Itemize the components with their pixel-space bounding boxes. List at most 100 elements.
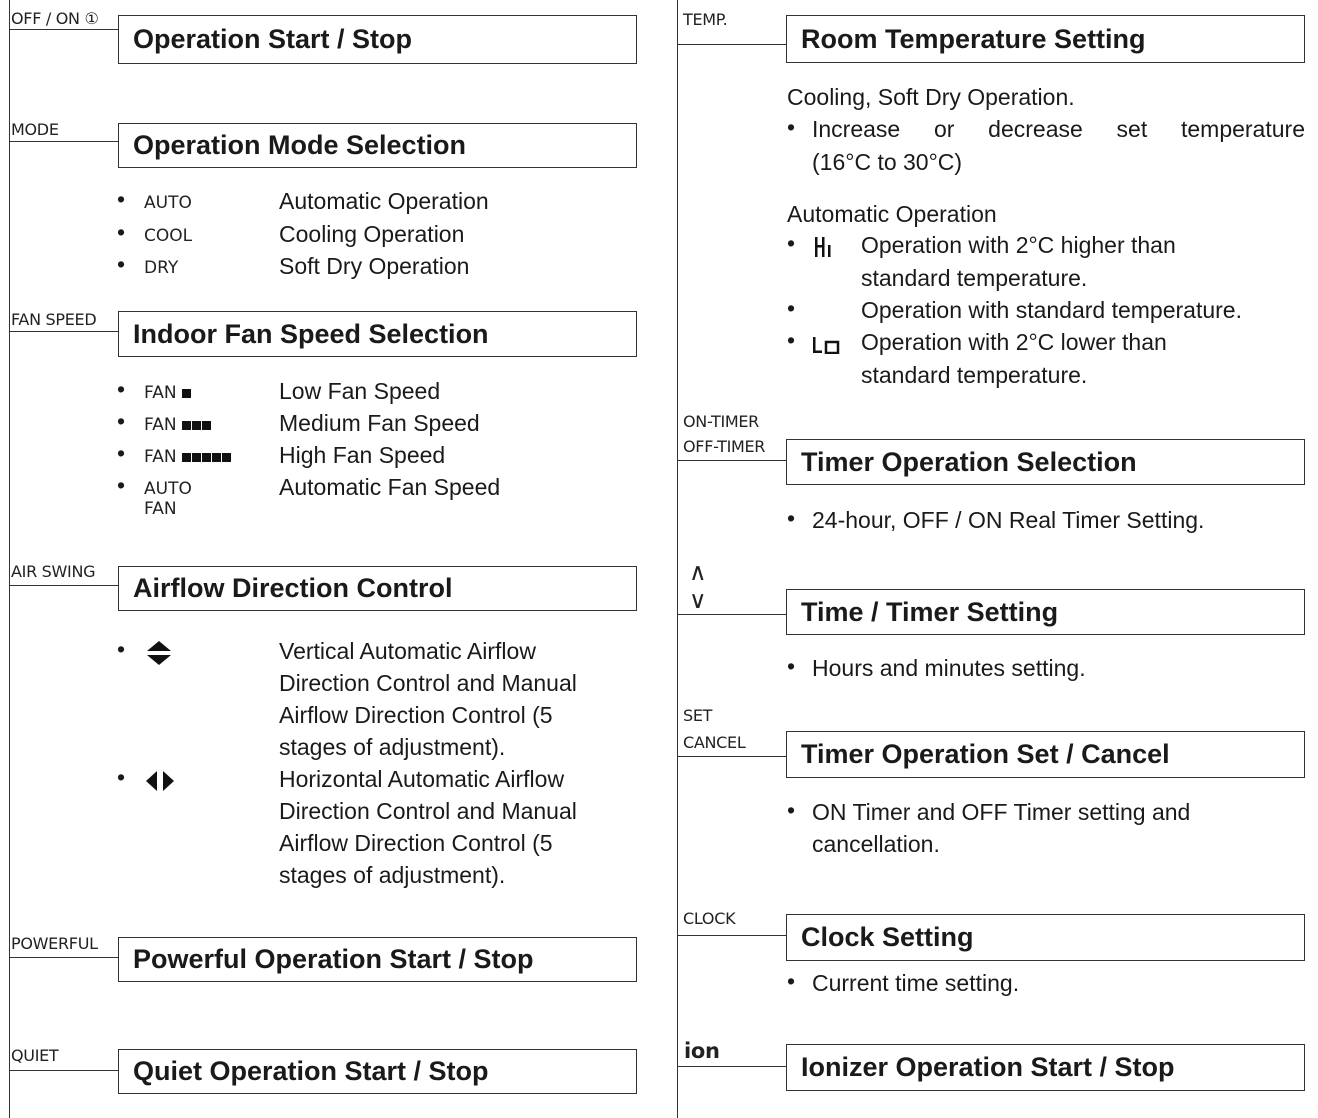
temp-std-line: Operation with standard temperature. (861, 297, 1242, 323)
left-guide-line (9, 0, 10, 1118)
set-desc-line-2: cancellation. (812, 831, 940, 857)
mode-desc-dry: Soft Dry Operation (279, 253, 470, 279)
section-title-timer-set-cancel: Timer Operation Set / Cancel (786, 731, 1305, 778)
mode-code-cool: COOL (144, 226, 193, 246)
bullet: • (787, 230, 796, 256)
temp-hi-line-2: standard temperature. (861, 265, 1088, 291)
button-label-cancel: CANCEL (683, 733, 746, 752)
fan-desc-auto: Automatic Fan Speed (279, 474, 501, 500)
temp-cooling-heading: Cooling, Soft Dry Operation. (787, 84, 1075, 110)
fan-desc-medium: Medium Fan Speed (279, 410, 480, 436)
set-desc-line-1: ON Timer and OFF Timer setting and (812, 799, 1191, 825)
up-arrow-icon: ∧ (689, 558, 707, 586)
fan-level-1-icon (181, 383, 192, 403)
section-title-mode-selection: Operation Mode Selection (118, 123, 637, 168)
connector-line (9, 141, 119, 142)
time-desc: Hours and minutes setting. (812, 655, 1086, 681)
connector-line (9, 585, 119, 586)
mode-code-dry: DRY (144, 258, 179, 278)
bullet: • (787, 295, 796, 321)
button-label-fan-speed: FAN SPEED (11, 310, 97, 329)
horizontal-swing-line-3: Airflow Direction Control (5 (279, 830, 553, 856)
fan-level-5-icon (181, 447, 232, 467)
button-label-temp: TEMP. (683, 10, 728, 29)
section-title-ionizer: Ionizer Operation Start / Stop (786, 1044, 1305, 1091)
mode-desc-auto: Automatic Operation (279, 188, 489, 214)
vertical-swing-line-4: stages of adjustment). (279, 734, 506, 760)
section-title-fan-speed: Indoor Fan Speed Selection (118, 311, 637, 357)
vertical-swing-line-3: Airflow Direction Control (5 (279, 702, 553, 728)
down-arrow-icon: ∨ (689, 586, 707, 614)
bullet: • (117, 764, 126, 790)
section-title-clock-setting: Clock Setting (786, 914, 1305, 961)
button-label-clock: CLOCK (683, 909, 736, 928)
fan-desc-high: High Fan Speed (279, 442, 446, 468)
button-label-mode: MODE (11, 120, 59, 139)
button-label-air-swing: AIR SWING (11, 562, 96, 581)
button-label-on-timer: ON-TIMER (683, 412, 759, 431)
temp-lo-line-1: Operation with 2°C lower than (861, 329, 1167, 355)
vertical-swing-icon (147, 641, 171, 665)
connector-line (9, 331, 119, 332)
mode-code-auto: AUTO (144, 193, 192, 213)
fan-code-low: FAN (144, 383, 192, 403)
section-title-operation-start-stop: Operation Start / Stop (118, 15, 637, 64)
button-label-off-timer: OFF-TIMER (683, 437, 766, 456)
button-label-offon: OFF / ON ① (11, 9, 99, 28)
connector-line (677, 614, 787, 615)
fan-code-high: FAN (144, 447, 232, 467)
timer-desc: 24-hour, OFF / ON Real Timer Setting. (812, 507, 1205, 533)
fan-level-3-icon (181, 415, 212, 435)
connector-line (677, 935, 787, 936)
connector-line (9, 957, 119, 958)
hi-segment-icon (815, 237, 831, 257)
temp-hi-line-1: Operation with 2°C higher than (861, 232, 1176, 258)
ion-icon: ion (684, 1039, 720, 1063)
connector-line (677, 1066, 787, 1067)
bullet: • (117, 440, 126, 466)
bullet: • (117, 408, 126, 434)
section-title-airflow: Airflow Direction Control (118, 566, 637, 611)
button-label-quiet: QUIET (11, 1046, 59, 1065)
lo-segment-icon: Lo (813, 337, 840, 354)
connector-line (677, 756, 787, 757)
vertical-swing-line-2: Direction Control and Manual (279, 670, 577, 696)
mode-desc-cool: Cooling Operation (279, 221, 465, 247)
bullet: • (117, 472, 126, 498)
bullet: • (787, 653, 796, 679)
right-guide-line (677, 0, 678, 1118)
bullet: • (117, 186, 126, 212)
fan-desc-low: Low Fan Speed (279, 378, 441, 404)
bullet: • (787, 114, 796, 140)
bullet: • (787, 327, 796, 353)
vertical-swing-line-1: Vertical Automatic Airflow (279, 638, 536, 664)
section-title-quiet: Quiet Operation Start / Stop (118, 1049, 637, 1094)
bullet: • (787, 505, 796, 531)
section-title-timer-operation: Timer Operation Selection (786, 439, 1305, 485)
button-label-set: SET (683, 706, 713, 725)
clock-desc: Current time setting. (812, 970, 1020, 996)
connector-line (677, 44, 787, 45)
button-label-powerful: POWERFUL (11, 934, 98, 953)
fan-code-medium: FAN (144, 415, 212, 435)
horizontal-swing-icon (146, 771, 174, 791)
connector-line (9, 1070, 119, 1071)
temp-lo-line-2: standard temperature. (861, 362, 1088, 388)
section-title-room-temperature: Room Temperature Setting (786, 15, 1305, 63)
bullet: • (117, 376, 126, 402)
connector-line (677, 460, 787, 461)
horizontal-swing-line-2: Direction Control and Manual (279, 798, 577, 824)
temp-auto-heading: Automatic Operation (787, 201, 997, 227)
connector-line (9, 29, 119, 30)
section-title-powerful: Powerful Operation Start / Stop (118, 937, 637, 982)
bullet: • (117, 636, 126, 662)
horizontal-swing-line-1: Horizontal Automatic Airflow (279, 766, 565, 792)
temp-cooling-line-1: Increase or decrease set temperature (812, 116, 1305, 142)
temp-cooling-line-2: (16°C to 30°C) (812, 149, 963, 175)
bullet: • (787, 968, 796, 994)
horizontal-swing-line-4: stages of adjustment). (279, 862, 506, 888)
bullet: • (117, 219, 126, 245)
section-title-time-setting: Time / Timer Setting (786, 589, 1305, 635)
bullet: • (117, 251, 126, 277)
